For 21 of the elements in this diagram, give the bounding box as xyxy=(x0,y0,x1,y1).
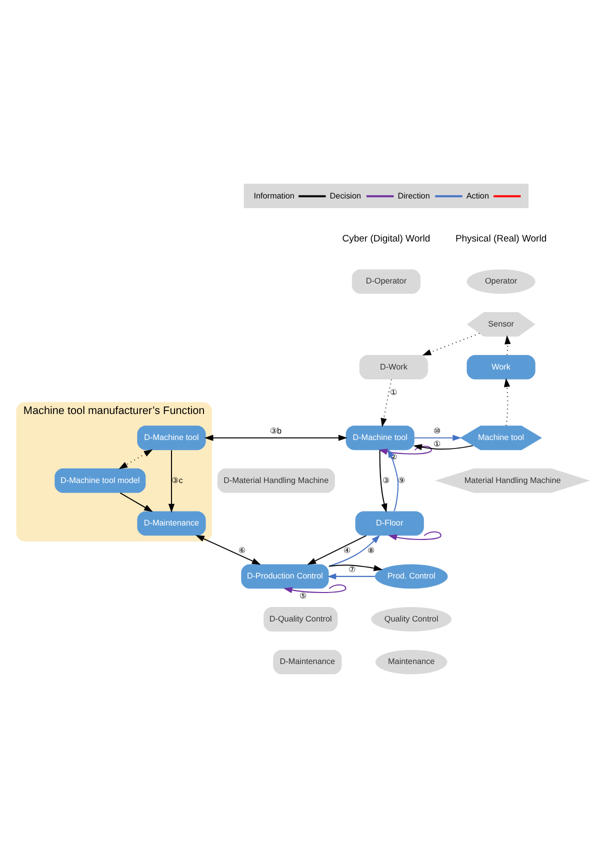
arrow xyxy=(118,448,153,469)
arrow xyxy=(196,534,261,564)
label: Cyber (Digital) World xyxy=(342,232,430,244)
arrow xyxy=(120,492,153,512)
arrow xyxy=(327,572,375,580)
arrow xyxy=(378,445,432,454)
arrow xyxy=(283,584,346,593)
label: Physical (Real) World xyxy=(455,232,547,244)
arrow xyxy=(328,534,380,566)
arrow xyxy=(388,448,399,511)
arrow xyxy=(380,379,392,427)
arrow xyxy=(504,334,511,354)
arrow xyxy=(414,434,462,440)
arrow xyxy=(307,534,366,564)
arrow xyxy=(328,564,383,571)
arrow xyxy=(168,450,175,512)
arrow xyxy=(504,378,510,426)
arrow xyxy=(379,450,388,512)
arrow xyxy=(422,332,480,355)
arrow xyxy=(413,444,473,450)
arrow xyxy=(204,434,348,440)
